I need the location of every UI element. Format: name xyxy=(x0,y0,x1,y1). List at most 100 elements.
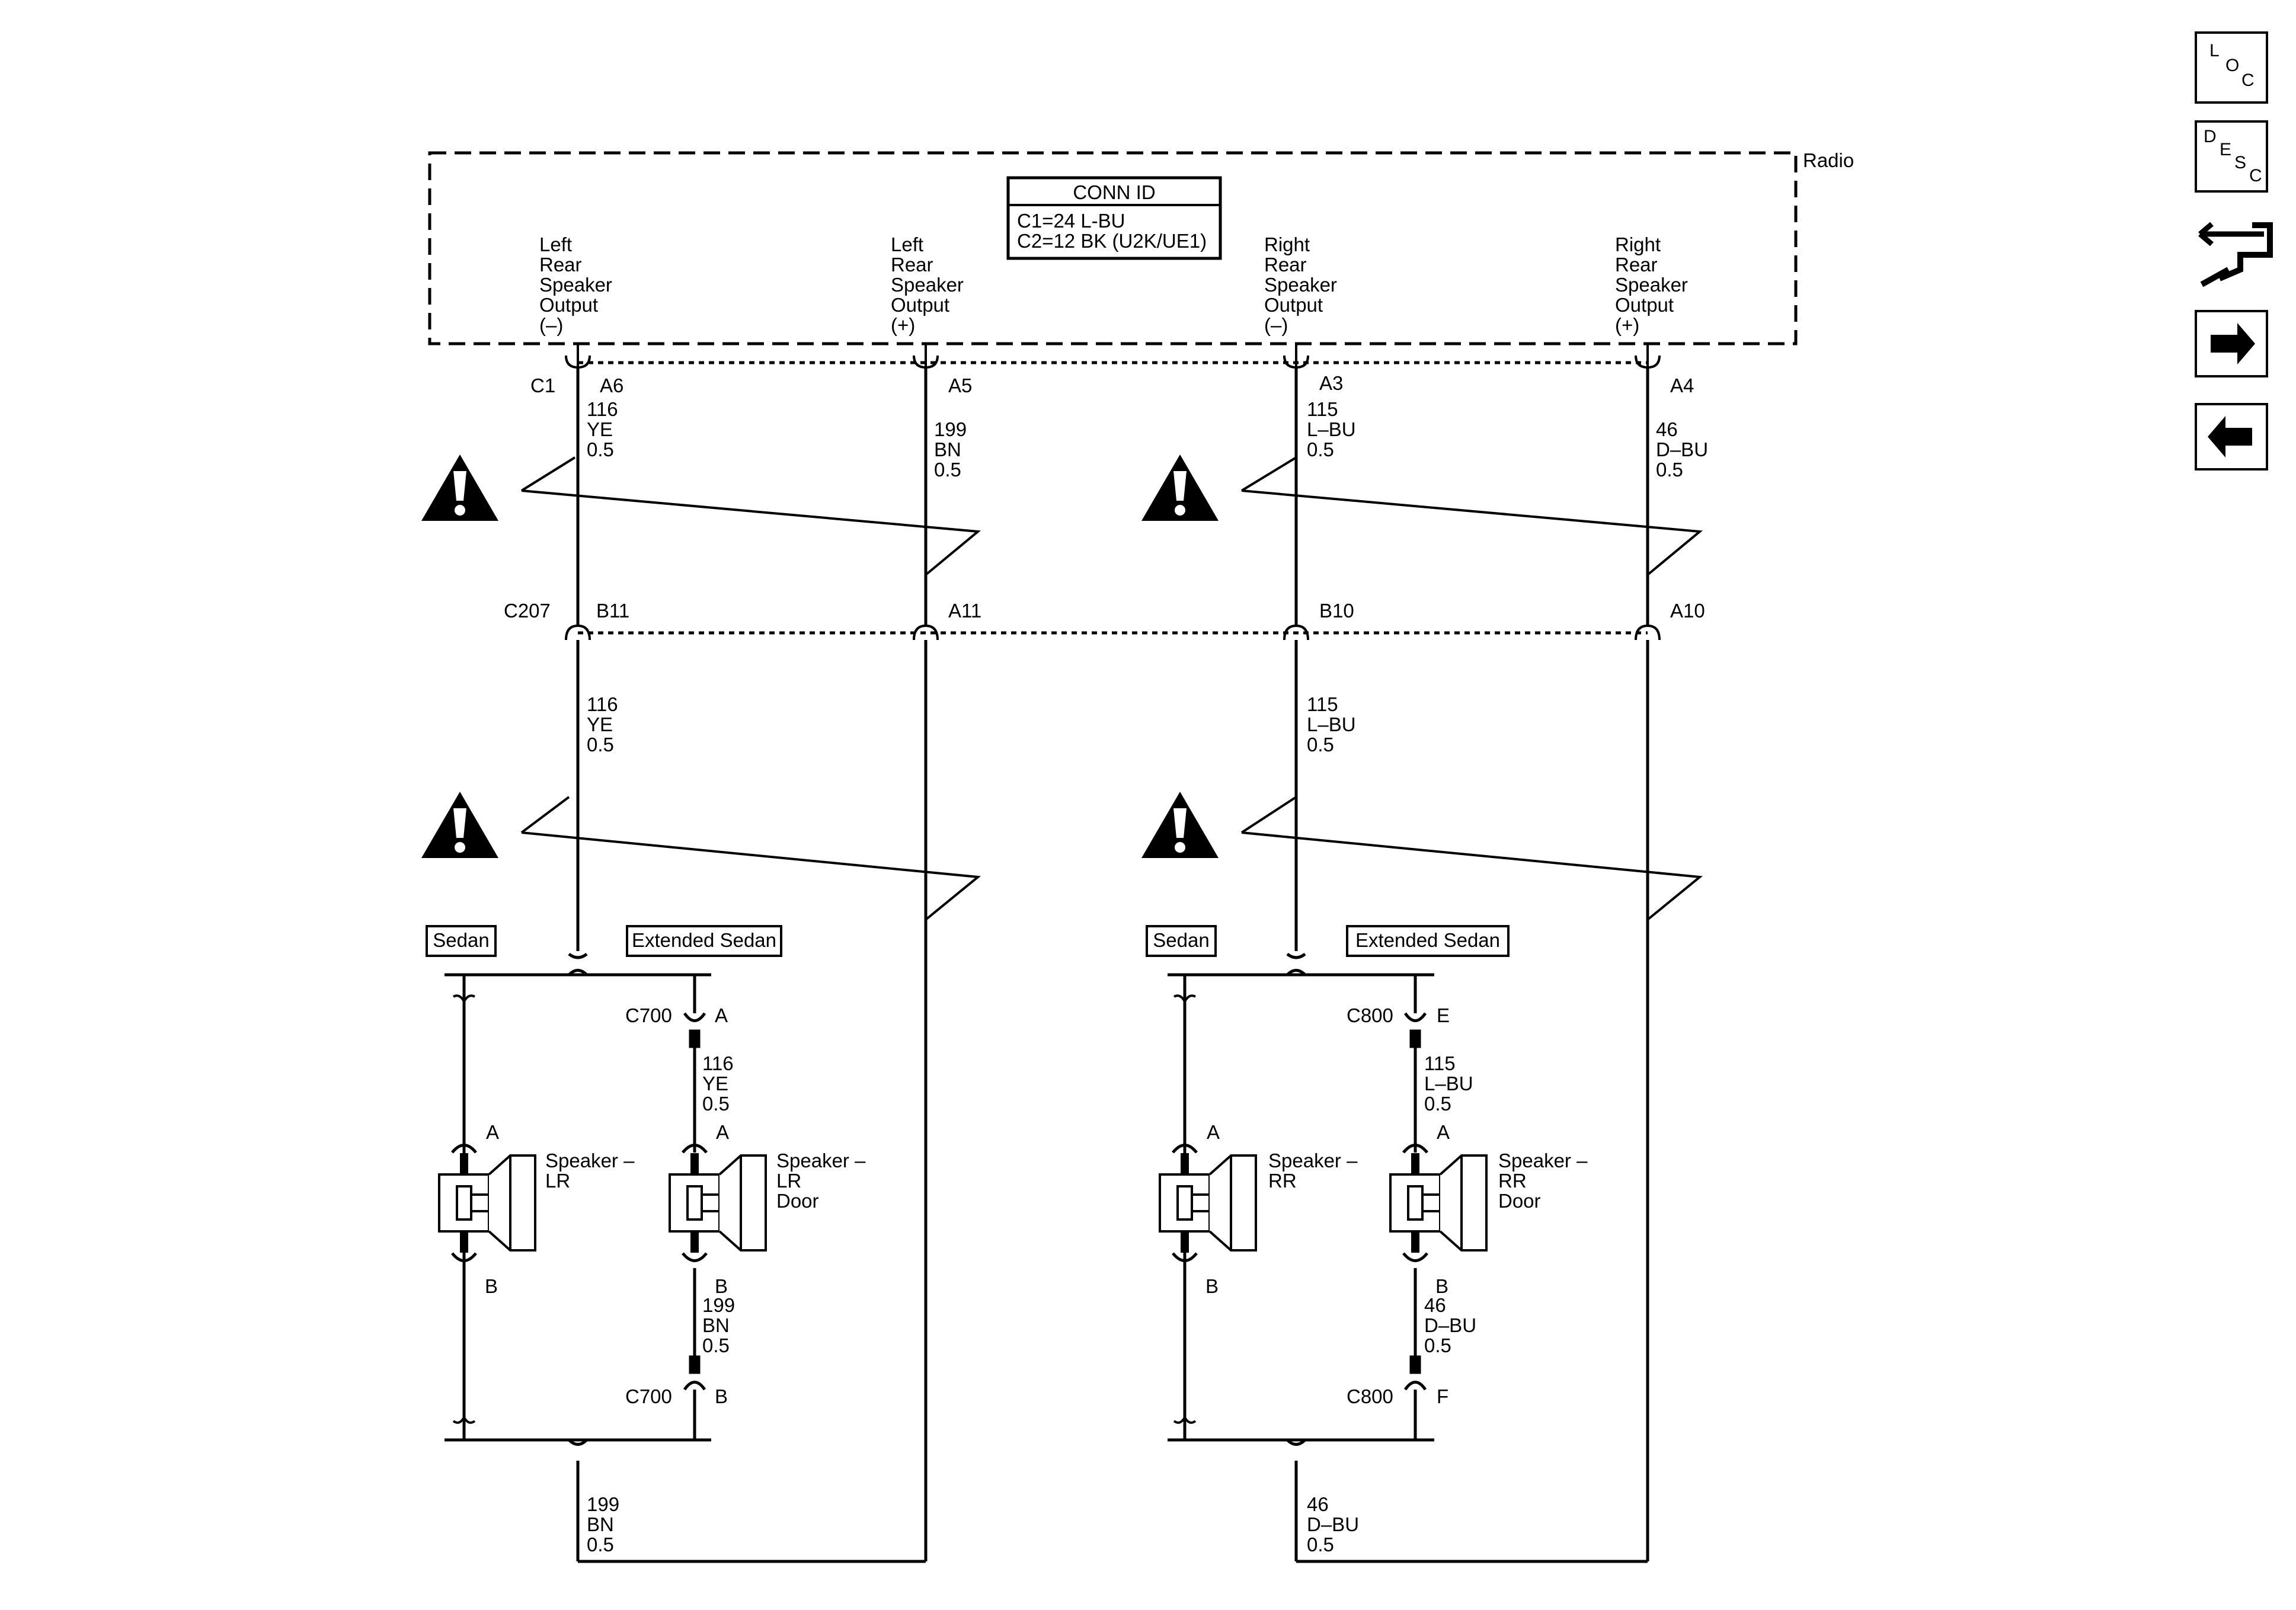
svg-text:0.5: 0.5 xyxy=(1307,438,1334,460)
wire-label-115-top: 115 L–BU 0.5 xyxy=(1307,398,1356,460)
svg-text:115: 115 xyxy=(1424,1052,1456,1074)
speaker-lr-door-icon xyxy=(669,1154,767,1251)
svg-text:Left: Left xyxy=(539,233,572,255)
svg-text:E: E xyxy=(2220,140,2231,159)
svg-text:115: 115 xyxy=(1307,693,1338,715)
svg-text:Speaker –: Speaker – xyxy=(1268,1150,1358,1172)
svg-text:0.5: 0.5 xyxy=(1307,734,1334,756)
pin-label: A xyxy=(1437,1121,1450,1143)
wire-label-199-door: 199 BN 0.5 xyxy=(702,1294,735,1356)
svg-text:Speaker: Speaker xyxy=(891,274,964,296)
pin-label: A xyxy=(486,1121,499,1143)
svg-text:RR: RR xyxy=(1498,1170,1527,1192)
option-sedan-left: Sedan xyxy=(426,925,497,957)
svg-text:Speaker: Speaker xyxy=(1264,274,1337,296)
pin-label: A4 xyxy=(1670,375,1694,396)
harness-routing-icon[interactable] xyxy=(2198,222,2273,287)
svg-text:0.5: 0.5 xyxy=(1307,1534,1334,1555)
speaker-rr-icon xyxy=(1159,1154,1257,1251)
svg-text:Right: Right xyxy=(1615,233,1661,255)
svg-text:C: C xyxy=(2249,166,2262,185)
c700-door-wiring xyxy=(683,1001,706,1419)
pin-label: A6 xyxy=(600,375,623,396)
speaker-rr-label: Speaker – RR xyxy=(1268,1150,1358,1192)
twisted-pair-marker xyxy=(1240,456,1297,492)
svg-text:0.5: 0.5 xyxy=(934,459,961,481)
option-sedan-right: Sedan xyxy=(1146,925,1217,957)
svg-text:115: 115 xyxy=(1307,398,1338,420)
warning-icon xyxy=(421,454,498,521)
twisted-pair-marker xyxy=(1241,831,1703,921)
svg-text:Rear: Rear xyxy=(1615,254,1658,276)
speaker-pin-blocks xyxy=(460,1153,1419,1253)
svg-text:Sedan: Sedan xyxy=(1153,929,1209,951)
svg-text:Sedan: Sedan xyxy=(433,929,489,951)
svg-text:YE: YE xyxy=(587,713,613,735)
connector-c700-label: C700 xyxy=(625,1004,672,1026)
svg-text:(+): (+) xyxy=(1615,314,1639,336)
pin-label: B xyxy=(1205,1275,1219,1297)
warning-icon xyxy=(1141,454,1219,521)
svg-text:O: O xyxy=(2225,56,2239,75)
svg-text:LR: LR xyxy=(776,1170,801,1192)
svg-text:YE: YE xyxy=(702,1073,728,1094)
svg-text:Speaker –: Speaker – xyxy=(776,1150,866,1172)
svg-text:46: 46 xyxy=(1307,1493,1329,1515)
wire-label-115-mid: 115 L–BU 0.5 xyxy=(1307,693,1356,756)
svg-text:Speaker: Speaker xyxy=(1615,274,1688,296)
svg-text:46: 46 xyxy=(1424,1294,1446,1316)
twisted-pair-marker xyxy=(520,796,570,834)
svg-text:YE: YE xyxy=(587,418,613,440)
warning-icon xyxy=(421,792,498,858)
svg-text:D: D xyxy=(2204,127,2217,146)
svg-text:(–): (–) xyxy=(539,314,563,336)
svg-text:Speaker –: Speaker – xyxy=(1498,1150,1588,1172)
pin-label: A xyxy=(715,1004,728,1026)
next-page-button[interactable] xyxy=(2195,310,2268,377)
wire-label-116-mid: 116 YE 0.5 xyxy=(587,693,618,756)
speaker-lr-label: Speaker – LR xyxy=(545,1150,635,1192)
conn-id-line: C2=12 BK (U2K/UE1) xyxy=(1017,230,1207,252)
svg-text:Extended Sedan: Extended Sedan xyxy=(1355,929,1500,951)
connector-c1-label: C1 xyxy=(530,375,555,396)
svg-text:BN: BN xyxy=(702,1314,730,1336)
option-extended-sedan-left: Extended Sedan xyxy=(626,925,782,957)
svg-text:199: 199 xyxy=(934,418,967,440)
pin-label: B xyxy=(715,1275,728,1297)
svg-text:0.5: 0.5 xyxy=(587,1534,614,1555)
svg-text:S: S xyxy=(2234,153,2246,172)
arrow-right-icon xyxy=(2211,323,2255,364)
svg-text:Extended Sedan: Extended Sedan xyxy=(632,929,776,951)
svg-text:Rear: Rear xyxy=(891,254,933,276)
svg-text:RR: RR xyxy=(1268,1170,1297,1192)
svg-text:L–BU: L–BU xyxy=(1307,713,1356,735)
twisted-pair-marker xyxy=(521,831,981,921)
svg-text:199: 199 xyxy=(702,1294,735,1316)
svg-text:0.5: 0.5 xyxy=(702,1334,730,1356)
output-label-lr-pos: Left Rear Speaker Output (+) xyxy=(891,233,964,336)
connector-c800-label: C800 xyxy=(1347,1385,1393,1407)
svg-text:Door: Door xyxy=(776,1190,819,1212)
wire-label-116-top: 116 YE 0.5 xyxy=(587,398,618,460)
desc-button[interactable]: D E S C xyxy=(2195,120,2268,193)
loc-button[interactable]: L O C xyxy=(2195,31,2268,104)
svg-text:C: C xyxy=(2241,71,2255,90)
previous-page-button[interactable] xyxy=(2195,403,2268,470)
output-label-rr-pos: Right Rear Speaker Output (+) xyxy=(1615,233,1688,336)
arrow-left-icon xyxy=(2208,416,2252,457)
svg-text:0.5: 0.5 xyxy=(1424,1334,1451,1356)
svg-text:Speaker: Speaker xyxy=(539,274,612,296)
wire-label-116-door: 116 YE 0.5 xyxy=(702,1052,734,1115)
speaker-rr-door-icon xyxy=(1389,1154,1488,1251)
pin-label: B xyxy=(715,1385,728,1407)
pin-label: B11 xyxy=(596,600,629,622)
wire-label-46-door: 46 D–BU 0.5 xyxy=(1424,1294,1476,1356)
svg-text:BN: BN xyxy=(587,1513,614,1535)
option-branch-right-ends xyxy=(1173,994,1197,1424)
twisted-pair-marker xyxy=(1240,796,1297,834)
output-label-rr-neg: Right Rear Speaker Output (–) xyxy=(1264,233,1337,336)
conn-id-title: CONN ID xyxy=(1073,181,1155,203)
svg-text:0.5: 0.5 xyxy=(587,734,614,756)
wire-label-199-bottom: 199 BN 0.5 xyxy=(587,1493,619,1555)
wire-label-199-top: 199 BN 0.5 xyxy=(934,418,967,481)
